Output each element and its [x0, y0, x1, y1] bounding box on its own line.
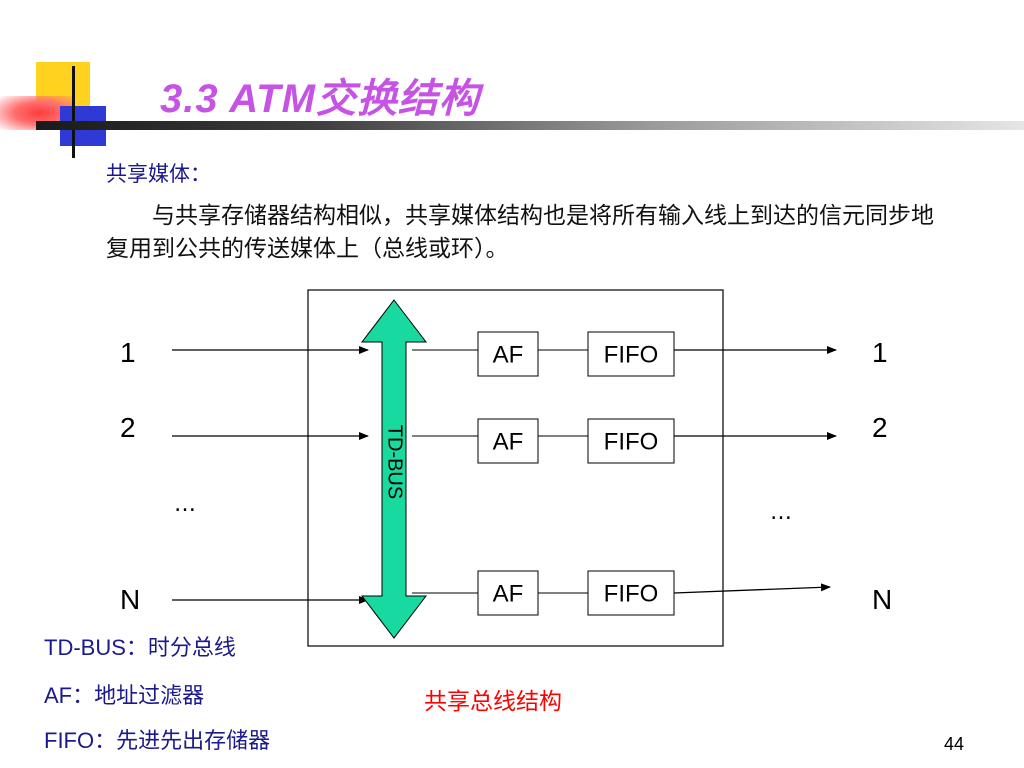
af-label-2: AF: [493, 428, 524, 455]
legend-fifo: FIFO：先进先出存储器: [44, 728, 271, 753]
input-label-2: 2: [120, 412, 136, 443]
output-line-n: [673, 583, 831, 594]
page-number: 44: [944, 734, 965, 754]
fifo-label-2: FIFO: [604, 428, 659, 455]
input-label-n: N: [120, 584, 141, 615]
legend-td-bus: TD-BUS：时分总线: [44, 635, 236, 660]
fifo-label-n: FIFO: [604, 580, 659, 607]
header-gradient-bar: [36, 121, 1024, 130]
fifo-box-2: [587, 418, 675, 464]
fifo-box-1: [587, 331, 675, 377]
fifo-box-n: [587, 570, 675, 616]
section-heading: 共享媒体：: [106, 162, 211, 186]
fifo-label-1: FIFO: [604, 341, 659, 368]
af-box-1: [477, 331, 539, 377]
output-label-2: 2: [872, 412, 888, 443]
af-label-1: AF: [493, 341, 524, 368]
output-label-1: 1: [872, 337, 888, 368]
af-box-2: [477, 418, 539, 464]
td-bus-label: TD-BUS: [384, 425, 406, 499]
af-box-n: [477, 570, 539, 616]
legend-af: AF：地址过滤器: [44, 683, 205, 708]
td-bus-double-arrow: [360, 299, 428, 639]
input-ellipsis: …: [174, 492, 196, 517]
af-label-n: AF: [493, 580, 524, 607]
output-label-n: N: [872, 584, 893, 615]
switch-enclosure: [307, 289, 724, 647]
diagram-caption: 共享总线结构: [424, 689, 562, 715]
header-decoration-vertical-line: [72, 66, 75, 158]
output-ellipsis: …: [770, 500, 792, 525]
input-label-1: 1: [120, 337, 136, 368]
slide-title: 3.3 ATM交换结构: [160, 77, 480, 121]
body-paragraph: 与共享存储器结构相似，共享媒体结构也是将所有输入线上到达的信元同步地复用到公共的…: [106, 203, 934, 262]
